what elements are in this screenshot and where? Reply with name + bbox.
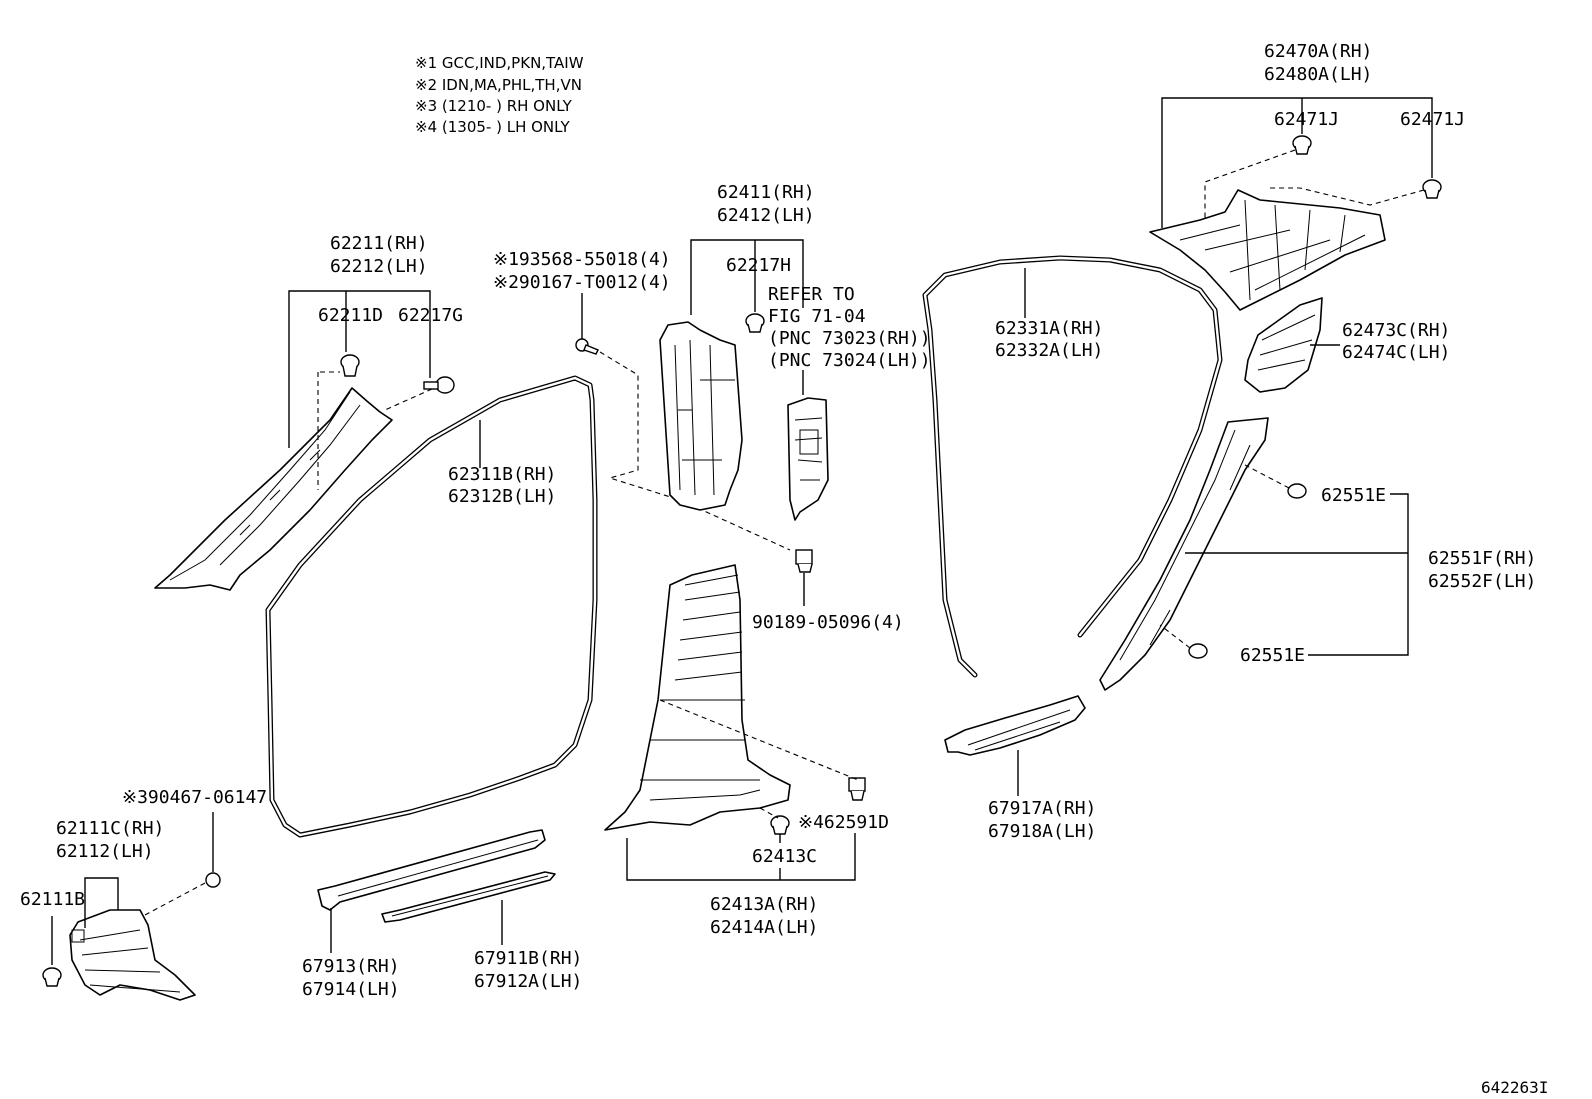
rear-door-opening-trim[interactable] (922, 255, 1223, 678)
rear-scuff-plate[interactable] (944, 695, 1086, 756)
clip-62471j-a (1292, 135, 1312, 155)
clip-62591d (848, 777, 866, 801)
label-90167: ※290167-T0012(4) (493, 272, 671, 293)
label-62552f-lh: 62552F(LH) (1428, 571, 1536, 592)
label-62112-lh: 62112(LH) (56, 841, 154, 862)
label-90467: ※390467-06147 (122, 787, 267, 808)
front-door-opening-trim[interactable] (265, 375, 598, 838)
front-pillar-garnish[interactable] (154, 387, 393, 591)
label-62471j-a: 62471J (1274, 109, 1339, 130)
seat-belt-cover[interactable] (787, 397, 829, 521)
label-62111c-rh: 62111C(RH) (56, 818, 164, 839)
front-pillar-clip-62211d (340, 354, 360, 377)
center-pillar-lower-garnish[interactable] (604, 564, 791, 831)
label-62412-lh: 62412(LH) (717, 205, 815, 226)
clip-62413c (770, 815, 790, 835)
clip-62471j-b (1422, 179, 1442, 199)
label-67911b-rh: 67911B(RH) (474, 948, 582, 969)
figure-id: 642263I (1481, 1078, 1548, 1097)
refer-line-1: REFER TO (768, 284, 855, 305)
label-62332a-lh: 62332A(LH) (995, 340, 1103, 361)
label-62413a-rh: 62413A(RH) (710, 894, 818, 915)
refer-line-3: (PNC 73023(RH)) (768, 328, 931, 349)
front-pillar-clip-62217g (423, 376, 455, 394)
label-62414a-lh: 62414A(LH) (710, 917, 818, 938)
label-62480a-lh: 62480A(LH) (1264, 64, 1372, 85)
label-62211d: 62211D (318, 305, 383, 326)
label-62311b-rh: 62311B(RH) (448, 464, 556, 485)
roof-side-inner-garnish[interactable] (1149, 189, 1386, 311)
cowl-side-trim[interactable] (69, 909, 196, 1001)
label-62551e-a: 62551E (1321, 485, 1386, 506)
refer-line-2: FIG 71-04 (768, 306, 866, 327)
label-62591d: ※462591D (798, 812, 889, 833)
label-62551f-rh: 62551F(RH) (1428, 548, 1536, 569)
label-62331a-rh: 62331A(RH) (995, 318, 1103, 339)
label-62471j-b: 62471J (1400, 109, 1465, 130)
center-pillar-upper-garnish[interactable] (659, 321, 743, 511)
label-62111b: 62111B (20, 889, 85, 910)
clip-90189 (795, 549, 813, 573)
note-3: ※3 (1210- ) RH ONLY (415, 97, 573, 115)
front-door-scuff-insert[interactable] (381, 871, 556, 923)
label-67914-lh: 67914(LH) (302, 979, 400, 1000)
refer-line-4: (PNC 73024(LH)) (768, 350, 931, 371)
quarter-trim-cover[interactable] (1244, 297, 1323, 393)
note-2: ※2 IDN,MA,PHL,TH,VN (415, 76, 582, 94)
label-62312b-lh: 62312B(LH) (448, 486, 556, 507)
label-67913-rh: 67913(RH) (302, 956, 400, 977)
label-67912a-lh: 67912A(LH) (474, 971, 582, 992)
clip-62551e-a (1287, 483, 1307, 499)
note-4: ※4 (1305- ) LH ONLY (415, 118, 571, 136)
notes-block: ※1 GCC,IND,PKN,TAIW ※2 IDN,MA,PHL,TH,VN … (415, 54, 584, 136)
label-62217h: 62217H (726, 255, 791, 276)
note-1: ※1 GCC,IND,PKN,TAIW (415, 54, 584, 72)
rear-door-scuff-trim[interactable] (1099, 417, 1269, 691)
label-62474c-lh: 62474C(LH) (1342, 342, 1450, 363)
label-62473c-rh: 62473C(RH) (1342, 320, 1450, 341)
clip-62111b (42, 967, 62, 987)
label-67918a-lh: 67918A(LH) (988, 821, 1096, 842)
clip-62551e-b (1188, 643, 1208, 659)
label-62411-rh: 62411(RH) (717, 182, 815, 203)
label-62551e-b: 62551E (1240, 645, 1305, 666)
label-90189: 90189-05096(4) (752, 612, 904, 633)
clip-90467 (205, 872, 221, 888)
front-scuff-plate[interactable] (317, 829, 546, 911)
label-62211-rh: 62211(RH) (330, 233, 428, 254)
screw-93568 (575, 338, 599, 355)
label-62470a-rh: 62470A(RH) (1264, 41, 1372, 62)
label-62413c: 62413C (752, 846, 817, 867)
label-67917a-rh: 67917A(RH) (988, 798, 1096, 819)
clip-62217h (745, 313, 765, 333)
label-93568: ※193568-55018(4) (493, 249, 671, 270)
label-62217g: 62217G (398, 305, 463, 326)
label-62212-lh: 62212(LH) (330, 256, 428, 277)
